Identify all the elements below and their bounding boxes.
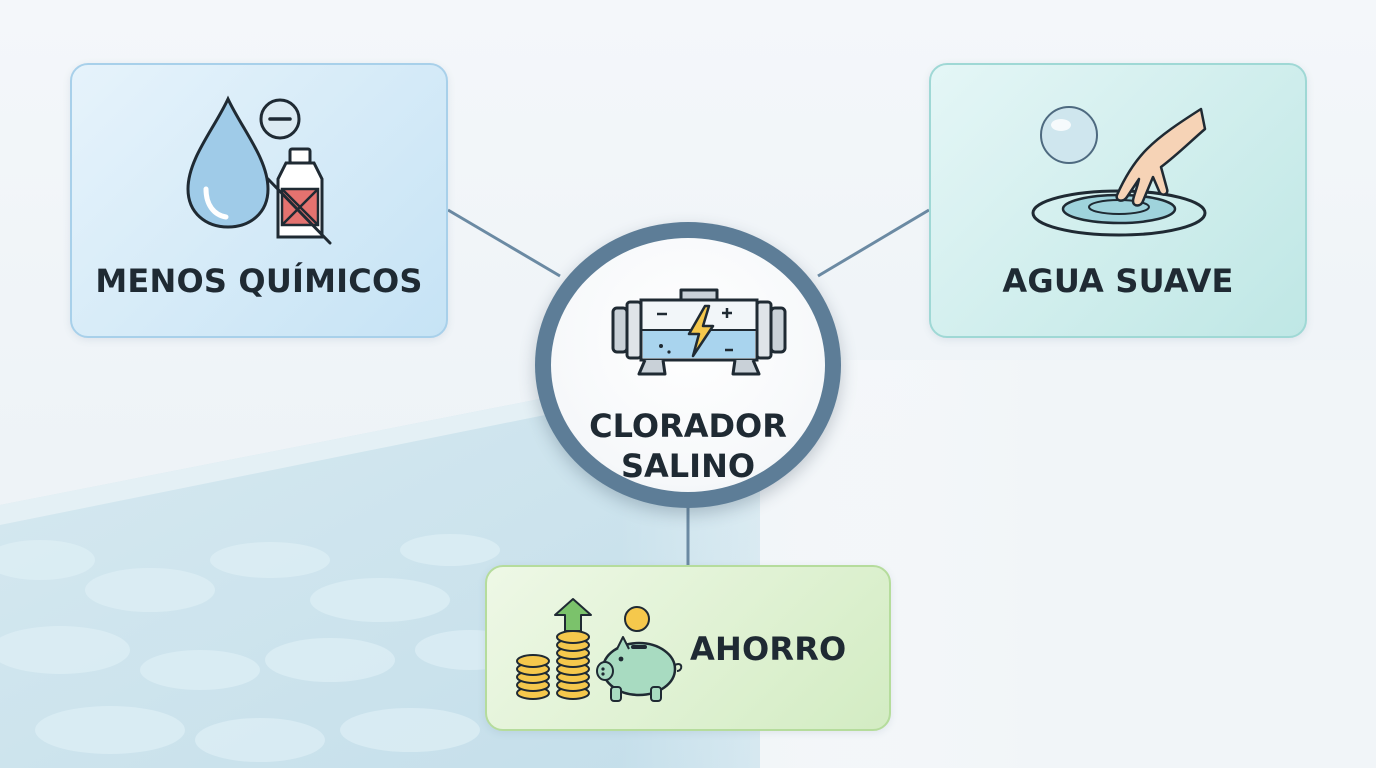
center-label-line-2: SALINO xyxy=(620,447,756,485)
card-menos-quimicos xyxy=(70,63,448,338)
card-ahorro xyxy=(485,565,891,731)
salt-chlorinator-cell-icon xyxy=(611,288,787,376)
card-agua-suave xyxy=(929,63,1307,338)
hand-touching-water-icon xyxy=(1031,106,1207,237)
center-label-line-1: CLORADOR xyxy=(589,407,787,445)
label-menos-quimicos: MENOS QUÍMICOS xyxy=(95,262,423,300)
center-node-inner: CLORADOR SALINO xyxy=(551,238,825,492)
connector-chemicals xyxy=(447,208,561,278)
label-ahorro: AHORRO xyxy=(690,630,847,668)
center-node-clorador-salino: CLORADOR SALINO xyxy=(535,222,841,508)
center-node-label: CLORADOR SALINO xyxy=(551,406,825,486)
water-drop-no-chemicals-icon xyxy=(186,95,332,245)
connector-water xyxy=(817,208,930,278)
label-agua-suave: AGUA SUAVE xyxy=(1002,262,1234,300)
coins-piggy-bank-icon xyxy=(516,598,683,702)
